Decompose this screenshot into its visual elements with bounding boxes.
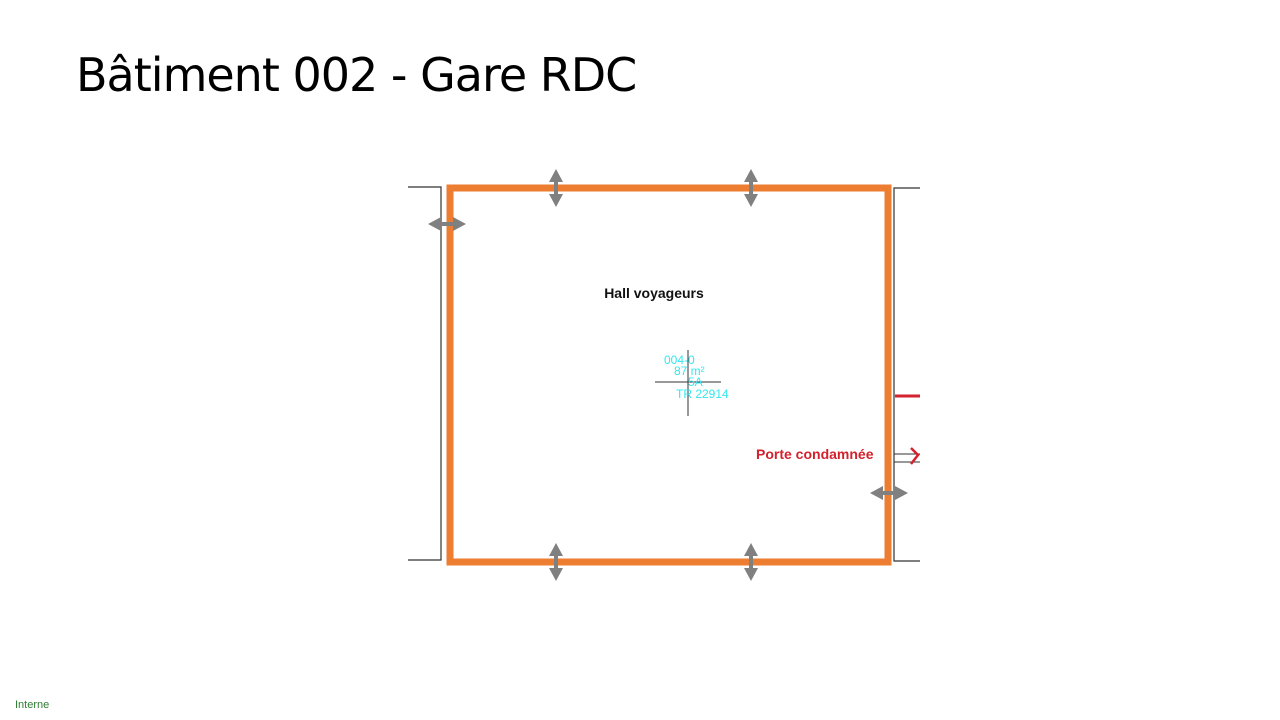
room-name: Hall voyageurs <box>604 285 704 301</box>
vertical-arrow-icon <box>744 543 758 581</box>
left-wall-line <box>408 186 442 561</box>
room-highlight-border <box>446 184 892 566</box>
footer-label: Interne <box>15 699 50 711</box>
right-wall-line <box>893 187 920 562</box>
door-arrow-icon <box>910 447 920 465</box>
horizontal-arrow-icon <box>870 486 908 500</box>
vertical-arrow-icon <box>744 169 758 207</box>
door-annotation: Porte condamnée <box>756 446 874 462</box>
vertical-arrow-icon <box>549 169 563 207</box>
vertical-arrow-icon <box>549 543 563 581</box>
room-tag-area: 87 m² <box>674 364 705 378</box>
room-tag-category: 5A <box>688 375 703 389</box>
room-tag-reference: TR 22914 <box>676 387 729 401</box>
room-tag-code: 004-0 <box>664 353 695 367</box>
horizontal-arrow-icon <box>428 217 466 231</box>
slide-title: Bâtiment 002 - Gare RDC <box>76 48 637 102</box>
